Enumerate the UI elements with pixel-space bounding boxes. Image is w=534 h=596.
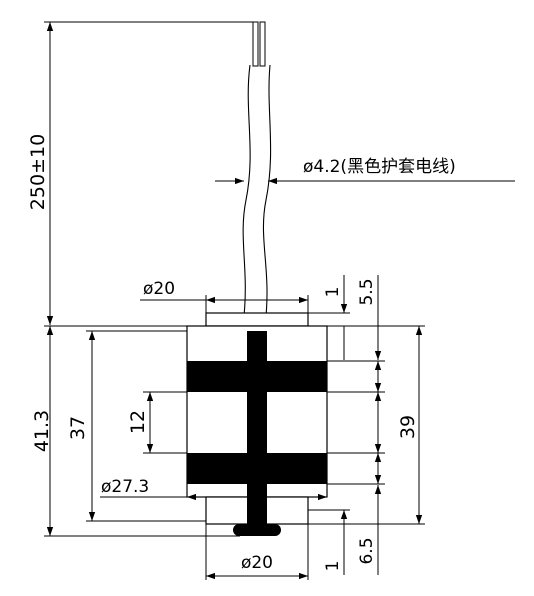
cable-length-label: 250±10 — [27, 134, 49, 210]
wire-end-left — [252, 21, 259, 67]
total-height-label: 41.3 — [31, 410, 53, 452]
cable-spec-label: ø4.2(黑色护套电线) — [303, 157, 456, 177]
cable-outline-left — [242, 64, 251, 326]
top-cap-height-label: 1 — [323, 287, 343, 298]
band-extension-lines — [327, 361, 385, 485]
top-cap-diameter-label: ø20 — [143, 279, 175, 299]
top-cap — [205, 312, 309, 327]
cable-spec-callout: ø4.2(黑色护套电线) — [215, 157, 515, 185]
float-travel-dimension: 39 — [327, 325, 425, 525]
top-stroke-label: 5.5 — [357, 278, 377, 305]
cable — [242, 21, 272, 326]
band-spacing-label: 12 — [127, 410, 149, 434]
band-spacing-dimension: 12 — [127, 391, 187, 454]
cable-length-dimension: 250±10 — [27, 21, 255, 325]
center-stem — [247, 331, 267, 527]
body-diameter-dimension: ø27.3 — [100, 477, 327, 501]
stem-foot — [233, 524, 281, 536]
bottom-stroke-dimensions: 6.5 1 — [308, 485, 382, 575]
body-diameter-label: ø27.3 — [101, 477, 149, 497]
wire-end-right — [259, 21, 266, 67]
body-height-dimension: 37 — [67, 330, 206, 522]
body-height-label: 37 — [67, 416, 89, 440]
top-cap-diameter-dimension: ø20 — [140, 279, 309, 313]
bottom-cap-diameter-label: ø20 — [241, 553, 273, 573]
bottom-cap-diameter-dimension: ø20 — [205, 524, 309, 580]
cable-outline-right — [262, 64, 272, 326]
bottom-cap-height-label: 1 — [323, 561, 343, 572]
float-travel-label: 39 — [397, 415, 419, 439]
bottom-stroke-label: 6.5 — [357, 537, 377, 564]
total-height-dimension: 41.3 — [31, 325, 240, 537]
